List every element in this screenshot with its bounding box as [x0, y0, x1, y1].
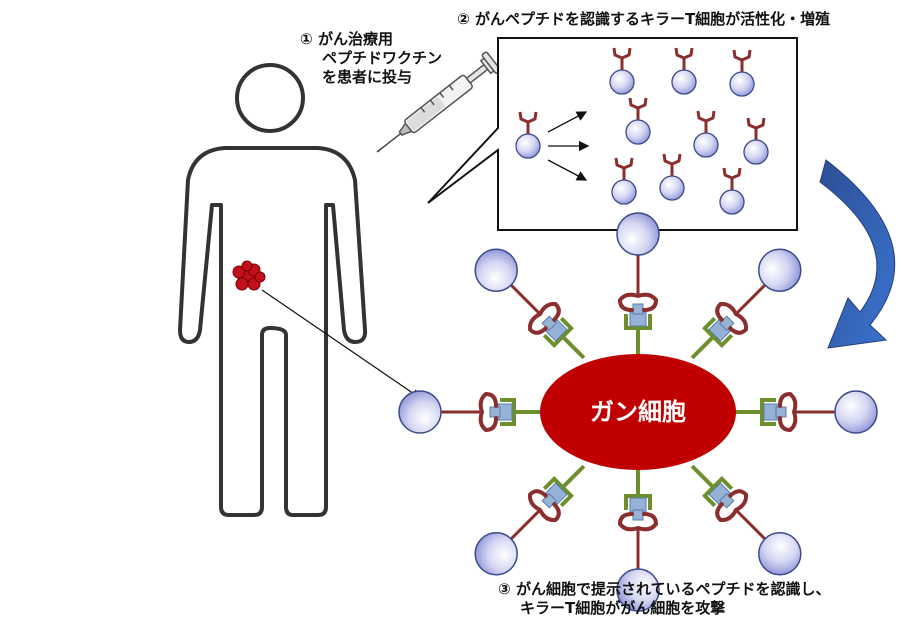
step3-line-1: がん細胞で提示されているペプチドを認識し、: [515, 580, 831, 598]
human-silhouette-icon: [178, 63, 368, 517]
step1-label: ① がん治療用 ペプチドワクチン を患者に投与: [300, 30, 442, 87]
t-cell-group: [515, 47, 769, 215]
tumor-icon: [232, 260, 266, 291]
t-cell-icon: [625, 97, 651, 145]
attacking-t-cell: [690, 248, 802, 360]
step1-line-2: ペプチドワクチン: [322, 49, 443, 67]
attacking-t-cell: [474, 464, 586, 576]
attacking-t-cell: [732, 390, 878, 434]
t-cell-icon: [609, 47, 635, 95]
attacking-t-cell: [398, 390, 544, 434]
proliferation-arrows: [547, 111, 590, 181]
t-cell-icon: [515, 111, 541, 159]
step2-number: ②: [457, 10, 470, 28]
t-cell-icon: [659, 153, 685, 201]
t-cell-callout-box: [427, 37, 798, 231]
step3-label: ③ がん細胞で提示されているペプチドを認識し、 キラーT細胞ががん細胞を攻撃: [498, 580, 831, 618]
step3-line-2: キラーT細胞ががん細胞を攻撃: [520, 599, 726, 617]
t-cell-icon: [729, 49, 755, 97]
attacking-t-cell: [616, 466, 660, 612]
cancer-cell: [540, 354, 736, 470]
t-cell-icon: [611, 157, 637, 205]
attack-scene: [398, 212, 878, 612]
step2-label: ② がんペプチドを認識するキラーT細胞が活性化・増殖: [457, 10, 830, 29]
step3-number: ③: [498, 580, 511, 598]
tumor-pointer-arrow: [261, 289, 421, 399]
step2-text: がんペプチドを認識するキラーT細胞が活性化・増殖: [474, 10, 831, 28]
attacking-t-cell: [616, 212, 660, 358]
attacking-t-cell: [474, 248, 586, 360]
step1-number: ①: [300, 30, 313, 48]
curved-arrow-icon: [819, 159, 896, 349]
t-cell-icon: [671, 47, 697, 95]
step1-line-1: がん治療用: [317, 30, 393, 48]
attacking-t-cell: [690, 464, 802, 576]
t-cell-icon: [743, 117, 769, 165]
syringe-icon: [376, 51, 501, 153]
cancer-cell-label: ガン細胞: [590, 398, 686, 426]
t-cell-icon: [719, 167, 745, 215]
step1-line-3: を患者に投与: [322, 68, 413, 86]
t-cell-icon: [693, 110, 719, 158]
